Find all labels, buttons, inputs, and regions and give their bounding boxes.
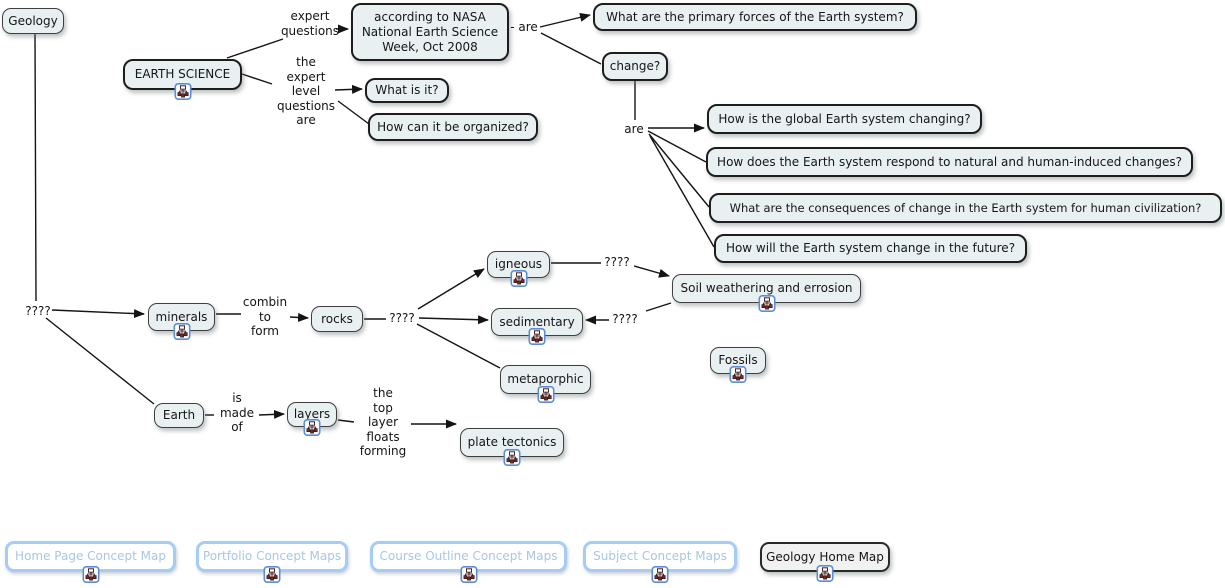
concept-map-icon[interactable] — [263, 566, 281, 583]
node-label: Geology Home Map — [766, 549, 884, 564]
linking-phrase-unknown-1[interactable]: ???? — [25, 304, 51, 318]
node-label: Portfolio Concept Maps — [202, 549, 342, 563]
concept-map-icon[interactable] — [510, 270, 527, 287]
concept-map-icon[interactable] — [758, 295, 775, 312]
linking-phrase-are-mid[interactable]: are — [624, 122, 644, 136]
node-label: Geology — [8, 13, 58, 28]
node-label: Subject Concept Maps — [593, 549, 727, 563]
node-change[interactable]: change? — [602, 52, 668, 81]
node-plate-tectonics[interactable]: plate tectonics — [460, 428, 564, 466]
connector-line — [540, 32, 602, 65]
connector-line — [334, 84, 363, 94]
linking-phrase-unknown-3[interactable]: ???? — [604, 255, 630, 269]
concept-map-icon[interactable] — [82, 566, 99, 583]
node-q-consequences[interactable]: What are the consequences of change in t… — [709, 193, 1222, 223]
node-rocks[interactable]: rocks — [311, 306, 363, 332]
concept-map-icon[interactable] — [173, 323, 190, 340]
node-label: What are the consequences of change in t… — [729, 200, 1202, 215]
concept-map-icon[interactable] — [537, 386, 554, 403]
node-label: EARTH SCIENCE — [134, 67, 231, 81]
linking-phrase-unknown-4[interactable]: ???? — [612, 312, 638, 326]
connector-line — [45, 317, 155, 405]
node-layers[interactable]: layers — [287, 402, 337, 436]
connector-line — [337, 419, 355, 423]
concept-map-icon[interactable] — [528, 328, 546, 345]
node-label: igneous — [494, 257, 543, 271]
node-fossils[interactable]: Fossils — [710, 347, 766, 383]
node-label: Soil weathering and errosion — [680, 281, 853, 295]
connector-line — [289, 312, 309, 322]
linking-phrase-expert-questions[interactable]: expert questions — [280, 9, 340, 38]
node-label: How will the Earth system change in the … — [725, 241, 1016, 255]
connector-line — [417, 268, 485, 310]
concept-map-icon[interactable] — [729, 366, 747, 383]
node-label: What is it? — [375, 83, 439, 97]
node-q-primary-forces[interactable]: What are the primary forces of the Earth… — [593, 3, 917, 31]
node-portfolio-maps[interactable]: Portfolio Concept Maps — [196, 541, 348, 583]
linking-phrase-combine-to-form[interactable]: combin to form — [242, 295, 288, 338]
node-label: change? — [609, 59, 661, 73]
linking-phrase-top-layer-floats[interactable]: the top layer floats forming — [359, 386, 407, 458]
concept-map-icon[interactable] — [503, 449, 521, 466]
node-how-organized[interactable]: How can it be organized? — [368, 113, 538, 141]
node-label: Home Page Concept Map — [15, 549, 166, 563]
node-home-page-map[interactable]: Home Page Concept Map — [5, 541, 176, 583]
connector-line — [241, 73, 273, 85]
connector-line — [337, 100, 370, 125]
connector-line — [418, 315, 489, 325]
node-label: rocks — [321, 311, 353, 326]
node-nasa-source[interactable]: according to NASA National Earth Science… — [351, 3, 509, 61]
linking-phrase-is-made-of[interactable]: is made of — [219, 391, 255, 434]
node-label: How does the Earth system respond to nat… — [717, 154, 1182, 169]
concept-map-icon[interactable] — [174, 83, 191, 100]
node-label: Earth — [162, 408, 196, 422]
node-minerals[interactable]: minerals — [148, 303, 215, 340]
connector-line — [645, 302, 672, 312]
node-geology-home-map[interactable]: Geology Home Map — [760, 542, 890, 582]
node-label: metaporphic — [507, 372, 584, 386]
concept-map-icon[interactable] — [651, 566, 669, 583]
concept-map-icon[interactable] — [816, 565, 834, 582]
linking-phrase-expert-level-questions[interactable]: the expert level questions are — [276, 55, 336, 127]
node-soil-weathering[interactable]: Soil weathering and errosion — [672, 274, 861, 312]
node-course-outline-maps[interactable]: Course Outline Concept Maps — [370, 541, 567, 583]
concept-map-icon[interactable] — [303, 419, 321, 436]
node-label: What are the primary forces of the Earth… — [606, 9, 904, 24]
connector-line — [647, 130, 707, 163]
node-what-is-it[interactable]: What is it? — [365, 78, 449, 103]
node-label: Fossils — [718, 353, 758, 367]
node-earth-science[interactable]: EARTH SCIENCE — [123, 59, 242, 100]
node-igneous[interactable]: igneous — [487, 251, 550, 287]
connector-line — [633, 265, 670, 278]
node-label: minerals — [155, 309, 208, 324]
connector-line — [34, 33, 37, 302]
node-label: plate tectonics — [467, 435, 557, 449]
connector-line — [226, 38, 284, 59]
node-q-future[interactable]: How will the Earth system change in the … — [714, 234, 1027, 263]
node-geology[interactable]: Geology — [2, 8, 64, 34]
node-metaporphic[interactable]: metaporphic — [500, 365, 591, 403]
concept-map-icon[interactable] — [460, 566, 477, 583]
node-q-changing[interactable]: How is the global Earth system changing? — [707, 104, 982, 134]
node-label: sedimentary — [499, 314, 575, 329]
linking-phrase-unknown-2[interactable]: ???? — [389, 311, 415, 325]
connector-line — [258, 409, 285, 419]
connector-line — [539, 12, 591, 28]
node-label: How can it be organized? — [377, 119, 529, 134]
node-q-respond[interactable]: How does the Earth system respond to nat… — [706, 147, 1193, 177]
node-subject-maps[interactable]: Subject Concept Maps — [583, 541, 737, 583]
node-earth[interactable]: Earth — [154, 403, 204, 428]
connector-line — [649, 135, 715, 248]
node-label: Course Outline Concept Maps — [379, 549, 558, 563]
node-label: How is the global Earth system changing? — [718, 111, 971, 126]
connector-line — [648, 133, 710, 208]
linking-phrase-are-top[interactable]: - are — [510, 20, 538, 34]
connector-line — [416, 323, 501, 369]
node-sedimentary[interactable]: sedimentary — [491, 308, 583, 345]
node-label: according to NASA National Earth Science… — [361, 9, 499, 54]
connector-line — [51, 309, 145, 319]
node-label: layers — [293, 407, 331, 421]
